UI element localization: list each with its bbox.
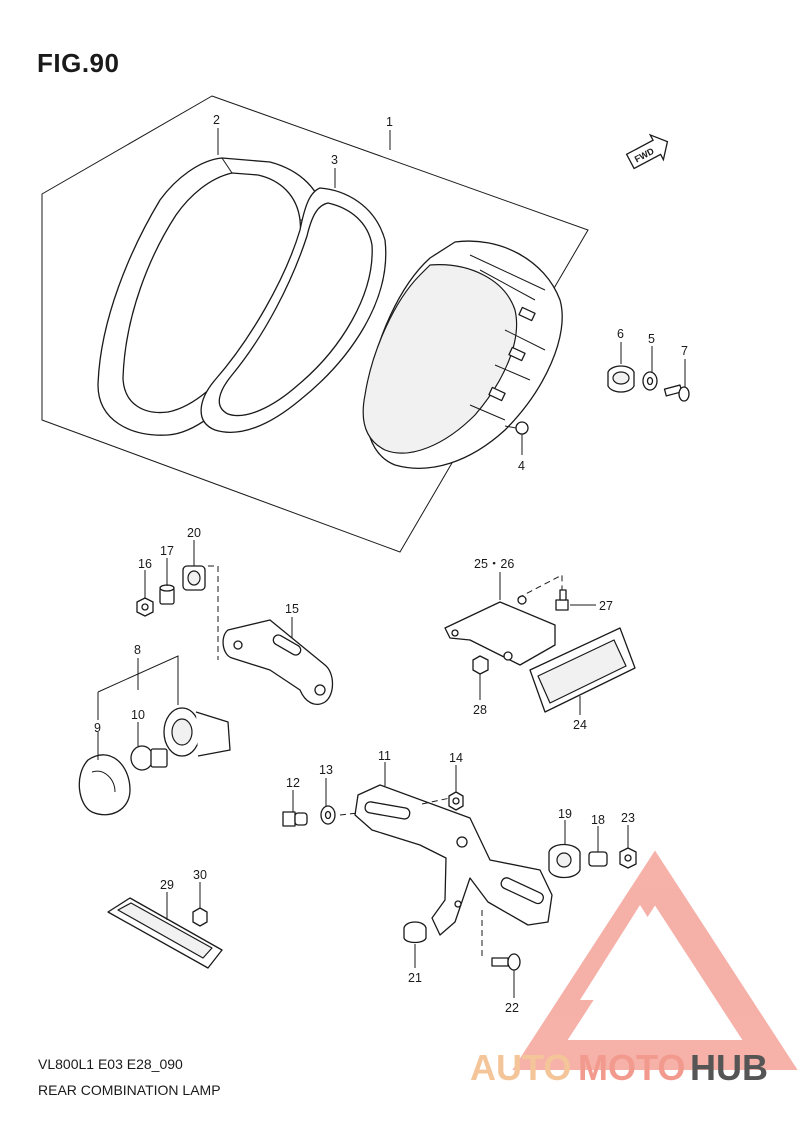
fwd-direction-badge: FWD (625, 133, 669, 170)
part-17-collar (159, 584, 175, 605)
part-29-side-reflector (107, 897, 223, 969)
callout-13: 13 (319, 763, 333, 777)
automotohub-watermark: AUTO MOTO HUB (470, 1047, 768, 1088)
callout-20: 20 (187, 526, 201, 540)
watermark-auto: AUTO (470, 1047, 571, 1088)
part-25-26-bracket (444, 574, 563, 666)
part-3-gasket (200, 187, 387, 434)
callout-28: 28 (473, 703, 487, 717)
part-11-license-bracket (354, 784, 553, 936)
callout-4: 4 (518, 459, 525, 473)
callout-2: 2 (213, 113, 220, 127)
callout-17: 17 (160, 544, 174, 558)
callout-6: 6 (617, 327, 624, 341)
callout-18: 18 (591, 813, 605, 827)
part-18-collar (588, 851, 608, 867)
figure-title: FIG.90 (37, 48, 120, 78)
automotohub-logo-mark (512, 850, 798, 1070)
part-1-lamp-housing (362, 240, 563, 469)
part-28-nut (472, 655, 489, 675)
part-15-bracket (222, 619, 334, 705)
figure-code: VL800L1 E03 E28_090 (38, 1056, 183, 1072)
part-7-screw (663, 384, 690, 402)
part-6-grommet (607, 365, 635, 393)
part-20-cushion (182, 565, 206, 591)
part-21-grommet (403, 921, 427, 944)
callout-29: 29 (160, 878, 174, 892)
callout-27: 27 (599, 599, 613, 613)
callout-16: 16 (138, 557, 152, 571)
part-2-lens-bezel (97, 157, 327, 436)
figure-caption: REAR COMBINATION LAMP (38, 1082, 221, 1098)
callout-14: 14 (449, 751, 463, 765)
part-13-washer (320, 805, 336, 825)
callout-8: 8 (134, 643, 141, 657)
part-5-washer (642, 371, 658, 391)
callout-15: 15 (285, 602, 299, 616)
part-22-screw (491, 953, 521, 971)
part-27-screw (555, 589, 569, 611)
callout-11: 11 (378, 749, 391, 763)
part-30-nut (192, 907, 208, 927)
watermark-moto: MOTO (578, 1047, 685, 1088)
part-16-nut (136, 597, 154, 617)
callout-25-26: 25・26 (474, 557, 514, 571)
part-10-bulb (130, 745, 168, 771)
callout-9: 9 (94, 721, 101, 735)
callout-1: 1 (386, 115, 393, 129)
part-19-cushion (548, 843, 581, 879)
part-8-socket-assembly (97, 655, 231, 757)
part-14-nut (448, 791, 464, 811)
callout-30: 30 (193, 868, 207, 882)
callout-7: 7 (681, 344, 688, 358)
callout-3: 3 (331, 153, 338, 167)
callout-24: 24 (573, 718, 587, 732)
callout-19: 19 (558, 807, 572, 821)
part-9-lens (78, 754, 131, 816)
callout-21: 21 (408, 971, 422, 985)
watermark-hub: HUB (690, 1047, 768, 1088)
leader-lines (97, 128, 686, 998)
callout-labels: 1 2 3 4 5 6 7 8 9 10 11 12 13 14 15 16 1… (94, 113, 688, 1015)
callout-5: 5 (648, 332, 655, 346)
part-24-reflector (529, 627, 636, 713)
assembly-1-outline (41, 95, 589, 553)
callout-23: 23 (621, 811, 635, 825)
callout-22: 22 (505, 1001, 519, 1015)
part-23-nut (619, 847, 637, 869)
callout-10: 10 (131, 708, 145, 722)
callout-12: 12 (286, 776, 300, 790)
part-12-bolt (282, 811, 308, 827)
